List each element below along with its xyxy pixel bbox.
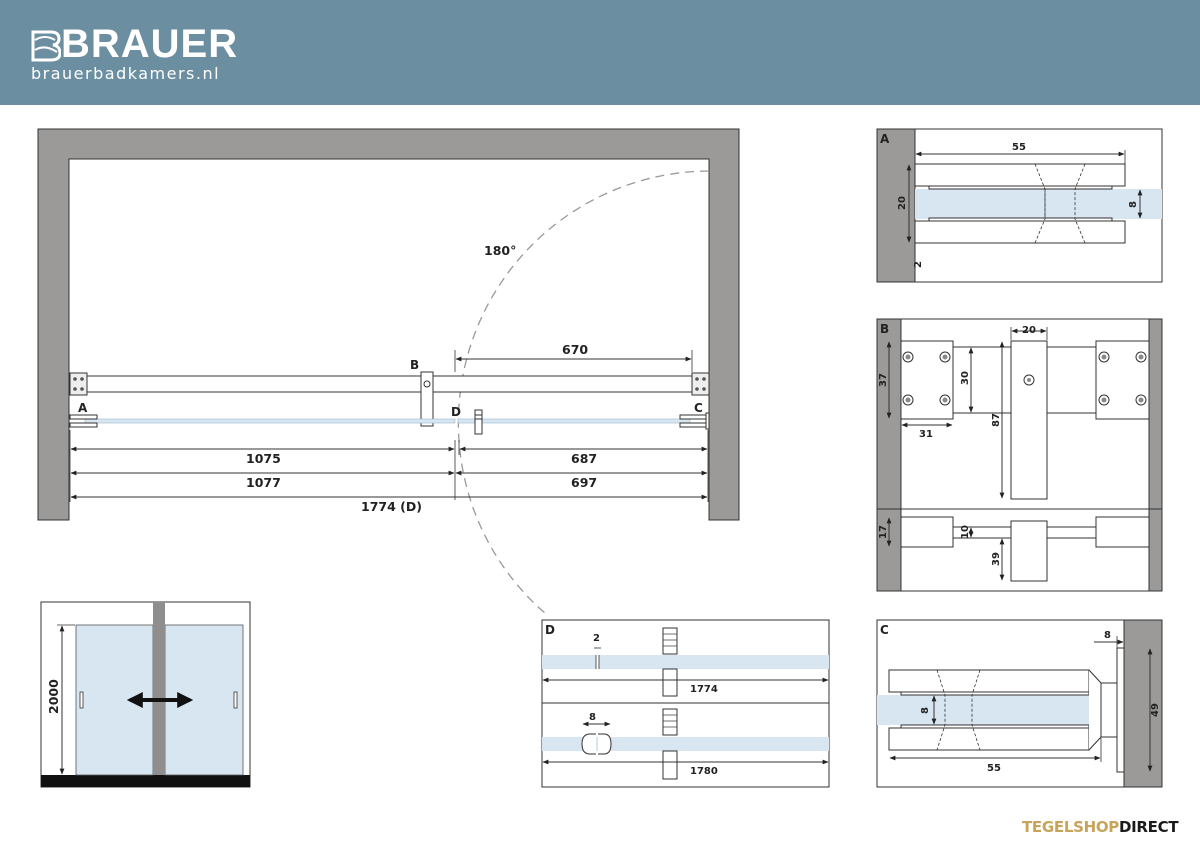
plan-walls (37, 128, 740, 521)
dim-1075: 1075 (246, 451, 281, 466)
detail-c-dim-8b: 8 (920, 707, 931, 714)
detail-a-dim-2: 2 (913, 261, 924, 268)
brand-url: brauerbadkamers.nl (31, 64, 221, 83)
dim-1774d: 1774 (D) (361, 499, 422, 514)
tegelshopdirect-logo[interactable]: TEGELSHOPDIRECT (1022, 818, 1179, 836)
swing-arc (457, 170, 710, 615)
glass-door (457, 418, 691, 424)
detail-b-dim-17: 17 (878, 525, 889, 539)
detail-a: A 55 20 8 2 (876, 128, 1163, 283)
detail-b-dim-20: 20 (1022, 325, 1036, 336)
detail-b-dim-39: 39 (991, 552, 1002, 566)
detail-b-dim-87: 87 (991, 413, 1002, 427)
detail-d-label: D (545, 623, 555, 637)
detail-c-label: C (880, 623, 889, 637)
brand-name: BRAUER (61, 22, 239, 66)
wall-bracket-left (69, 372, 88, 396)
dim-1077: 1077 (246, 475, 281, 490)
detail-b-dim-30: 30 (960, 371, 971, 385)
top-rail (69, 375, 709, 393)
detail-b: B 20 37 30 87 31 17 10 (876, 318, 1163, 592)
angle-label: 180° (484, 243, 516, 258)
label-c: C (694, 401, 703, 415)
front-elevation: 2000 (40, 601, 251, 788)
detail-d-dim-1774: 1774 (690, 684, 718, 695)
brand-logo[interactable]: BRAUER brauerbadkamers.nl (31, 24, 238, 83)
detail-c-dim-8a: 8 (1104, 630, 1111, 641)
logo-part1: TEGELSHOP (1022, 818, 1119, 836)
door-handle (474, 409, 483, 435)
detail-b-dim-31: 31 (919, 429, 933, 440)
detail-a-label: A (880, 132, 890, 146)
detail-c: C 8 49 8 55 (876, 619, 1163, 788)
plan-view: 180° B A C D 670 (37, 128, 740, 615)
label-b: B (410, 358, 419, 372)
roller-b (420, 371, 434, 427)
wall-bracket-right (691, 372, 710, 396)
glass-panel (84, 418, 456, 424)
detail-c-dim-55: 55 (987, 763, 1001, 774)
dim-670: 670 (562, 342, 588, 357)
detail-d-dim-2: 2 (593, 633, 600, 644)
detail-a-dim-8: 8 (1128, 201, 1139, 208)
detail-d-dim-8: 8 (589, 712, 596, 723)
detail-a-dim-20: 20 (897, 196, 908, 210)
detail-d-dim-1780: 1780 (690, 766, 718, 777)
detail-b-dim-37: 37 (878, 373, 889, 387)
logo-part2: DIRECT (1119, 818, 1179, 836)
detail-c-dim-49: 49 (1150, 703, 1161, 717)
detail-d: D 2 1774 8 1780 (541, 619, 830, 788)
brauer-mark-icon (31, 30, 61, 62)
dim-697: 697 (571, 475, 597, 490)
detail-a-dim-55: 55 (1012, 142, 1026, 153)
elev-floor (41, 775, 250, 787)
detail-b-dim-10: 10 (960, 525, 971, 539)
detail-b-label: B (880, 322, 889, 336)
label-d: D (451, 405, 461, 419)
label-a: A (78, 401, 88, 415)
header-banner: BRAUER brauerbadkamers.nl (0, 0, 1200, 105)
dim-2000: 2000 (46, 679, 61, 714)
dim-687: 687 (571, 451, 597, 466)
elev-rail (153, 602, 165, 775)
